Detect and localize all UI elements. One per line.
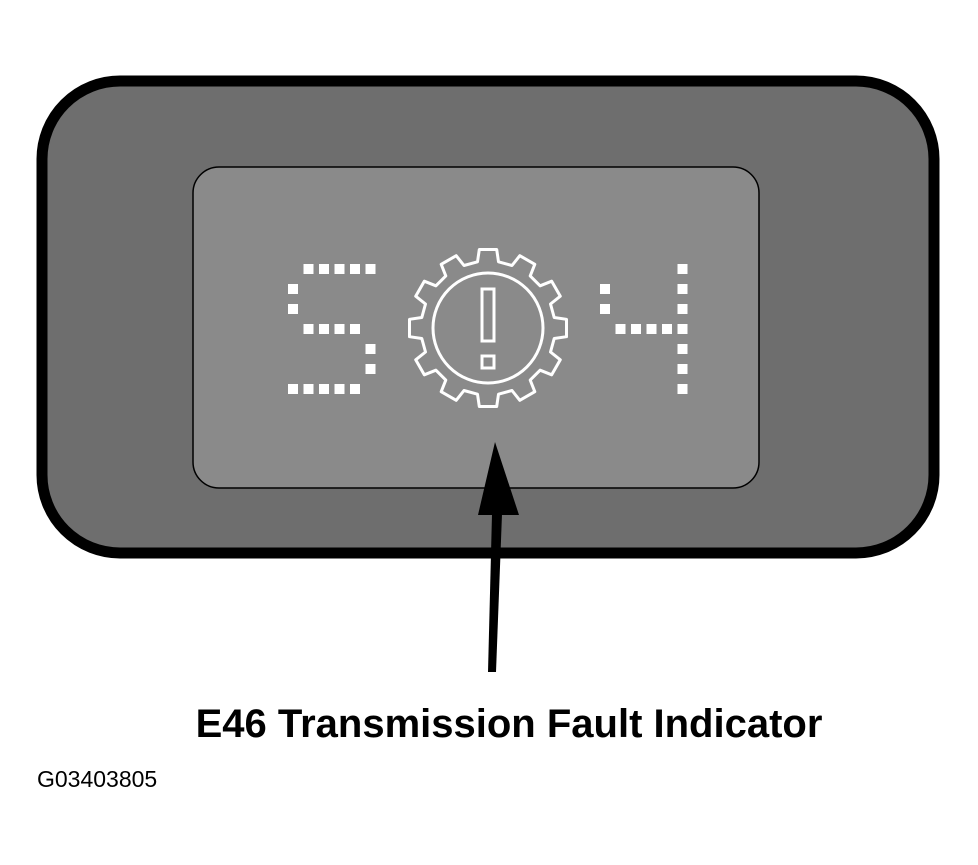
- matrix-dot: [677, 384, 688, 394]
- matrix-dot: [365, 264, 376, 274]
- matrix-dot: [631, 324, 641, 334]
- matrix-dot: [303, 324, 314, 334]
- matrix-dot: [288, 384, 298, 394]
- matrix-dot: [600, 304, 610, 314]
- matrix-dot: [303, 264, 314, 274]
- matrix-dot: [677, 324, 688, 334]
- matrix-dot: [365, 344, 376, 354]
- matrix-dot: [334, 264, 345, 274]
- figure-caption: E46 Transmission Fault Indicator: [195, 702, 823, 746]
- gear-letter-s: [288, 264, 376, 394]
- matrix-dot: [600, 284, 610, 294]
- matrix-dot: [319, 324, 329, 334]
- matrix-dot: [662, 324, 672, 334]
- matrix-dot: [350, 324, 360, 334]
- matrix-dot: [334, 324, 345, 334]
- matrix-dot: [365, 364, 376, 374]
- matrix-dot: [677, 284, 688, 294]
- exclamation-bar: [480, 287, 496, 343]
- pointer-arrow: [478, 442, 519, 672]
- matrix-dot: [677, 304, 688, 314]
- figure-id: G03403805: [37, 766, 158, 792]
- matrix-dot: [677, 264, 688, 274]
- matrix-dot: [288, 284, 298, 294]
- matrix-dot: [350, 384, 360, 394]
- exclamation-dot: [480, 354, 496, 370]
- matrix-dot: [288, 304, 298, 314]
- matrix-dot: [303, 384, 314, 394]
- display-screen: [192, 166, 760, 489]
- matrix-dot: [350, 264, 360, 274]
- matrix-dot: [319, 384, 329, 394]
- gear-warning-icon: [408, 248, 568, 408]
- matrix-dot: [646, 324, 657, 334]
- matrix-dot: [319, 264, 329, 274]
- matrix-dot: [334, 384, 345, 394]
- matrix-dot: [677, 364, 688, 374]
- matrix-dot: [615, 324, 626, 334]
- matrix-dot: [677, 344, 688, 354]
- gear-number-4: [600, 264, 688, 394]
